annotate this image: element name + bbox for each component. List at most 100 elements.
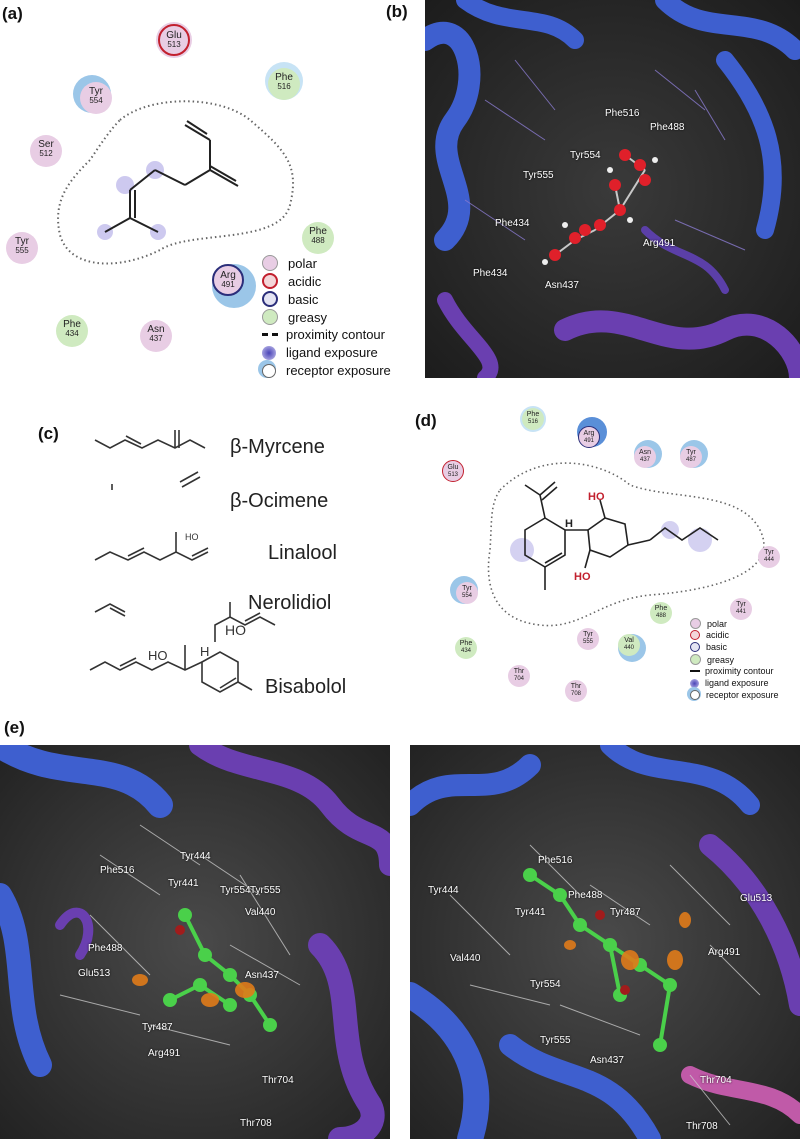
panel-b-render: Phe516 Phe488 Tyr554 Tyr555 Phe434 Arg49…	[425, 0, 800, 378]
label-glu513: Glu513	[78, 968, 111, 979]
panel-e-label: (e)	[4, 718, 25, 737]
label-tyr487: Tyr487	[610, 907, 641, 918]
label-phe488: Phe488	[88, 943, 123, 954]
panel-b-label: (b)	[386, 2, 408, 21]
proximity-contour	[57, 100, 295, 265]
label-glu513: Glu513	[740, 893, 773, 904]
h-atom: H	[565, 518, 573, 530]
molecule-linalool: Linalool	[268, 542, 337, 564]
label-tyr555: Tyr555	[523, 170, 554, 181]
label-phe434: Phe434	[495, 218, 530, 229]
label-tyr554: Tyr554	[570, 150, 601, 161]
label-val440: Val440	[450, 953, 481, 964]
label-phe434-2: Phe434	[473, 268, 508, 279]
basic-swatch	[690, 642, 700, 652]
proximity-contour	[487, 462, 765, 627]
greasy-swatch	[262, 309, 278, 325]
label-tyr555: Tyr555	[540, 1035, 571, 1046]
panel-e-left-render: Phe516 Tyr444 Tyr441 Tyr554 Tyr555 Val44…	[0, 745, 390, 1139]
label-tyr554: Tyr554	[220, 885, 251, 896]
ho-atom: HO	[185, 532, 199, 542]
label-tyr441: Tyr441	[168, 878, 199, 889]
panel-c-label: (c)	[38, 424, 59, 443]
contour-swatch	[690, 670, 700, 672]
label-thr708: Thr708	[686, 1121, 718, 1132]
label-tyr444: Tyr444	[180, 851, 211, 862]
receptor-exposure-swatch	[262, 363, 276, 378]
ho-atom: HO	[225, 622, 246, 638]
molecule-myrcene: β-Myrcene	[230, 436, 325, 458]
label-phe516: Phe516	[100, 865, 135, 876]
label-arg491: Arg491	[148, 1048, 181, 1059]
receptor-exposure-swatch	[690, 690, 700, 700]
label-tyr444: Tyr444	[428, 885, 459, 896]
panel-d-label: (d)	[415, 411, 437, 430]
myrcene-structure	[104, 120, 239, 233]
label-tyr487: Tyr487	[142, 1022, 173, 1033]
cbd-structure	[524, 481, 719, 590]
acidic-swatch	[690, 630, 700, 640]
molecule-nerolidiol: Nerolidiol	[248, 592, 332, 614]
ligand-ball-stick	[554, 154, 646, 256]
label-asn437: Asn437	[245, 970, 279, 981]
panel-b-scene	[425, 0, 800, 378]
panel-c-structures: HO HO HO H	[89, 430, 276, 693]
molecule-ocimene: β-Ocimene	[230, 490, 329, 512]
label-arg491: Arg491	[643, 238, 676, 249]
panel-d-diagram: HO HO H	[487, 462, 765, 627]
label-tyr555: Tyr555	[250, 885, 281, 896]
acidic-swatch	[262, 273, 278, 289]
panel-a-label: (a)	[2, 4, 23, 23]
panel-a-diagram	[57, 100, 295, 265]
panel-e-right-render: Phe516 Tyr444 Phe488 Tyr441 Tyr487 Glu51…	[410, 745, 800, 1139]
molecule-bisabolol: Bisabolol	[265, 676, 347, 698]
label-thr708: Thr708	[240, 1118, 272, 1129]
label-tyr554: Tyr554	[530, 979, 561, 990]
ho-atom: HO	[148, 648, 168, 663]
label-phe516: Phe516	[538, 855, 573, 866]
basic-swatch	[262, 291, 278, 307]
label-phe516: Phe516	[605, 108, 640, 119]
contour-swatch	[262, 333, 278, 336]
greasy-swatch	[690, 654, 701, 665]
h-atom: H	[200, 644, 209, 659]
ho-atom-bottom: HO	[574, 571, 591, 583]
label-asn437: Asn437	[590, 1055, 624, 1066]
label-tyr441: Tyr441	[515, 907, 546, 918]
ligand-ball-stick	[523, 868, 677, 1052]
ho-atom-top: HO	[588, 491, 605, 503]
ligand-exposure-swatch	[262, 345, 276, 360]
label-phe488: Phe488	[568, 890, 603, 901]
label-phe488: Phe488	[650, 122, 685, 133]
label-thr704: Thr704	[700, 1075, 732, 1086]
ligand-exposure	[116, 176, 134, 194]
polar-swatch	[690, 618, 701, 629]
label-val440: Val440	[245, 907, 276, 918]
ligand-ball-stick	[163, 908, 277, 1032]
label-thr704: Thr704	[262, 1075, 294, 1086]
ligand-exposure	[688, 528, 712, 552]
ligand-exposure-swatch	[690, 678, 699, 688]
